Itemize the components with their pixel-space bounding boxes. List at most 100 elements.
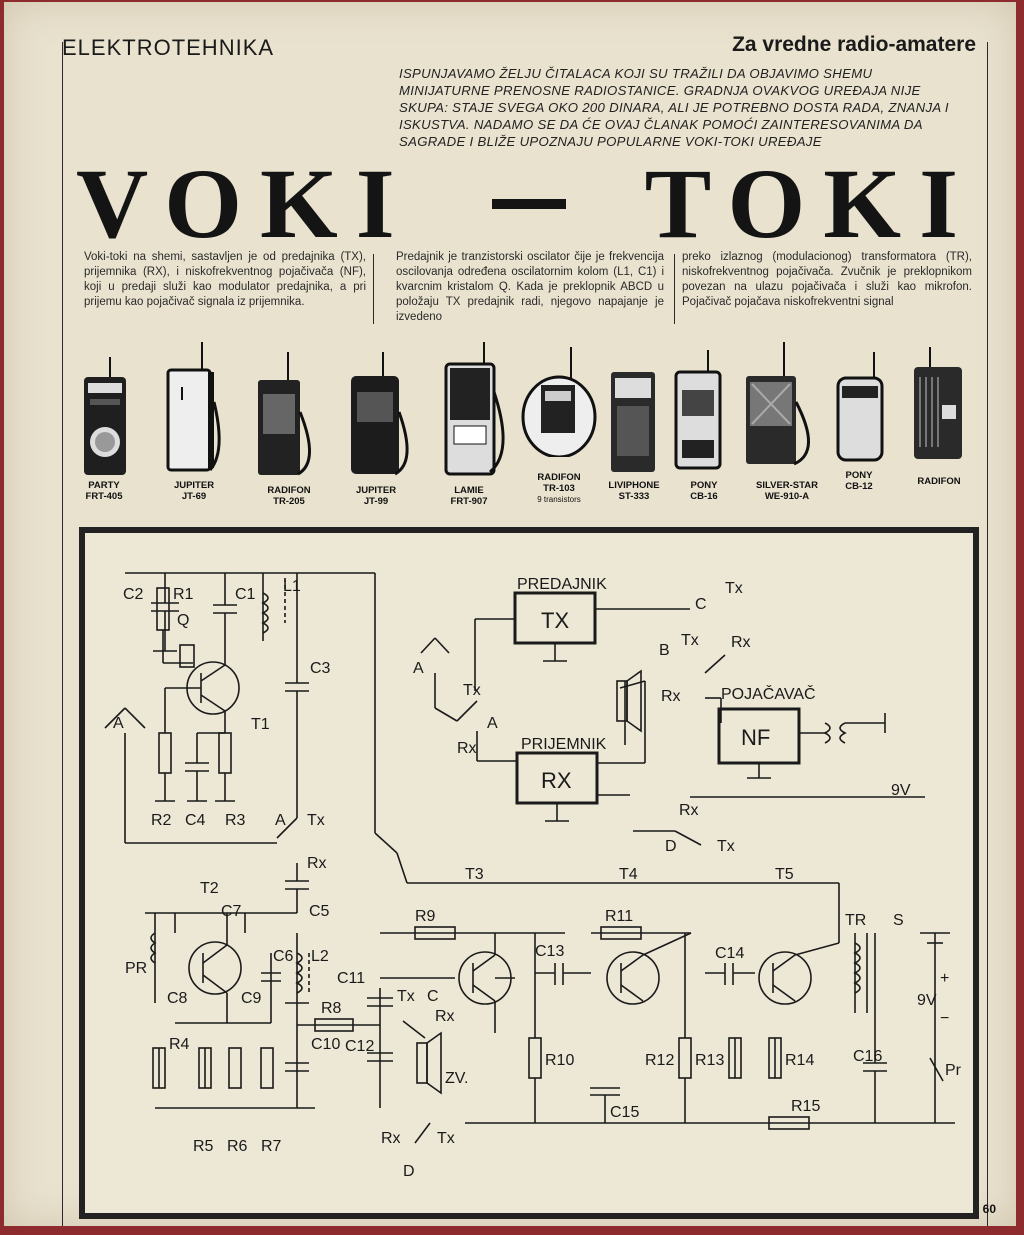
- svg-text:9V: 9V: [917, 992, 937, 1009]
- column-rule-2: [674, 254, 675, 324]
- title-dash: [491, 199, 566, 209]
- svg-text:C13: C13: [535, 943, 564, 960]
- svg-text:C11: C11: [337, 970, 365, 987]
- svg-text:B: B: [659, 642, 670, 659]
- radio-photo-7: [611, 372, 655, 472]
- svg-text:R14: R14: [785, 1052, 814, 1069]
- svg-text:C10: C10: [311, 1036, 340, 1053]
- svg-text:Tx: Tx: [437, 1130, 455, 1147]
- schematic-frame: C2 R1 C1 L1 Q C3 T1 R2 C4 R3 A Tx Rx A T…: [79, 527, 979, 1219]
- radio-photo-2: [166, 342, 221, 472]
- column-rule-1: [373, 254, 374, 324]
- radio-photo-3: [258, 352, 311, 476]
- page-number: 60: [982, 1202, 996, 1216]
- svg-text:Q: Q: [177, 612, 189, 629]
- svg-text:C4: C4: [185, 812, 206, 829]
- svg-text:Rx: Rx: [457, 740, 477, 757]
- svg-text:R11: R11: [605, 908, 633, 925]
- radio-photo-10: [836, 352, 884, 462]
- circuit-schematic: C2 R1 C1 L1 Q C3 T1 R2 C4 R3 A Tx Rx A T…: [104, 572, 962, 1180]
- svg-text:C9: C9: [241, 990, 262, 1007]
- title-left: VOKI: [76, 148, 413, 259]
- svg-text:T2: T2: [200, 880, 219, 897]
- svg-text:Rx: Rx: [661, 688, 681, 705]
- radio-caption-11: RADIFON: [917, 476, 961, 487]
- svg-text:TR: TR: [845, 912, 866, 929]
- svg-text:NF: NF: [741, 725, 770, 750]
- svg-text:R7: R7: [261, 1138, 282, 1155]
- svg-text:R9: R9: [415, 908, 436, 925]
- svg-text:R6: R6: [227, 1138, 248, 1155]
- svg-text:Rx: Rx: [435, 1008, 455, 1025]
- radio-photo-4: [351, 352, 409, 476]
- svg-text:T5: T5: [775, 866, 794, 883]
- section-tagline: Za vredne radio-amatere: [732, 33, 976, 56]
- radio-photo-9: [746, 342, 810, 466]
- svg-text:ZV.: ZV.: [445, 1070, 468, 1087]
- svg-text:−: −: [940, 1010, 949, 1027]
- svg-text:R4: R4: [169, 1036, 190, 1053]
- svg-text:C: C: [427, 988, 439, 1005]
- svg-text:D: D: [403, 1163, 415, 1180]
- svg-text:A: A: [487, 715, 498, 732]
- body-column-2: Predajnik je tranzistorski oscilator čij…: [396, 251, 664, 323]
- body-column-1: Voki-toki na shemi, sastavljen je od pre…: [84, 251, 366, 308]
- svg-text:Rx: Rx: [381, 1130, 401, 1147]
- svg-text:C14: C14: [715, 945, 744, 962]
- radio-photo-11: [914, 347, 962, 459]
- svg-text:POJAČAVAČ: POJAČAVAČ: [721, 684, 816, 703]
- svg-text:T1: T1: [251, 716, 270, 733]
- svg-text:T3: T3: [465, 866, 484, 883]
- svg-text:C2: C2: [123, 586, 144, 603]
- radio-photo-1: [84, 357, 126, 475]
- svg-text:L1: L1: [283, 578, 301, 595]
- radio-photo-5: [444, 342, 505, 476]
- svg-text:R5: R5: [193, 1138, 214, 1155]
- svg-text:Rx: Rx: [307, 855, 327, 872]
- svg-text:S: S: [893, 912, 904, 929]
- svg-text:Tx: Tx: [397, 988, 415, 1005]
- svg-text:Tx: Tx: [725, 580, 743, 597]
- radio-photo-8: [674, 350, 722, 470]
- svg-text:R3: R3: [225, 812, 246, 829]
- svg-text:C12: C12: [345, 1038, 374, 1055]
- magazine-page: ELEKTROTEHNIKA Za vredne radio-amatere I…: [4, 2, 1016, 1226]
- svg-text:Tx: Tx: [717, 838, 735, 855]
- left-margin-rule: [62, 42, 63, 1226]
- svg-text:Tx: Tx: [307, 812, 325, 829]
- article-title: VOKI TOKI: [76, 154, 976, 254]
- svg-text:R13: R13: [695, 1052, 724, 1069]
- svg-text:Tx: Tx: [463, 682, 481, 699]
- body-column-3: preko izlaznog (modulacionog) transforma…: [682, 251, 972, 308]
- svg-text:+: +: [940, 970, 949, 987]
- svg-text:RX: RX: [541, 768, 572, 793]
- svg-text:C6: C6: [273, 948, 294, 965]
- svg-text:R2: R2: [151, 812, 172, 829]
- svg-text:C7: C7: [221, 903, 242, 920]
- svg-text:C8: C8: [167, 990, 188, 1007]
- svg-text:C: C: [695, 596, 707, 613]
- svg-text:Rx: Rx: [731, 634, 751, 651]
- title-right: TOKI: [644, 148, 976, 259]
- svg-text:C3: C3: [310, 660, 331, 677]
- svg-text:Pr: Pr: [945, 1062, 962, 1079]
- svg-text:Rx: Rx: [679, 802, 699, 819]
- svg-text:TX: TX: [541, 608, 569, 633]
- svg-text:R12: R12: [645, 1052, 674, 1069]
- svg-text:C1: C1: [235, 586, 256, 603]
- svg-text:C16: C16: [853, 1048, 882, 1065]
- svg-text:D: D: [665, 838, 677, 855]
- svg-text:PREDAJNIK: PREDAJNIK: [517, 576, 607, 593]
- svg-text:L2: L2: [311, 948, 329, 965]
- svg-text:PRIJEMNIK: PRIJEMNIK: [521, 736, 607, 753]
- svg-text:A: A: [275, 812, 286, 829]
- intro-paragraph: ISPUNJAVAMO ŽELJU ČITALACA KOJI SU TRAŽI…: [399, 66, 949, 149]
